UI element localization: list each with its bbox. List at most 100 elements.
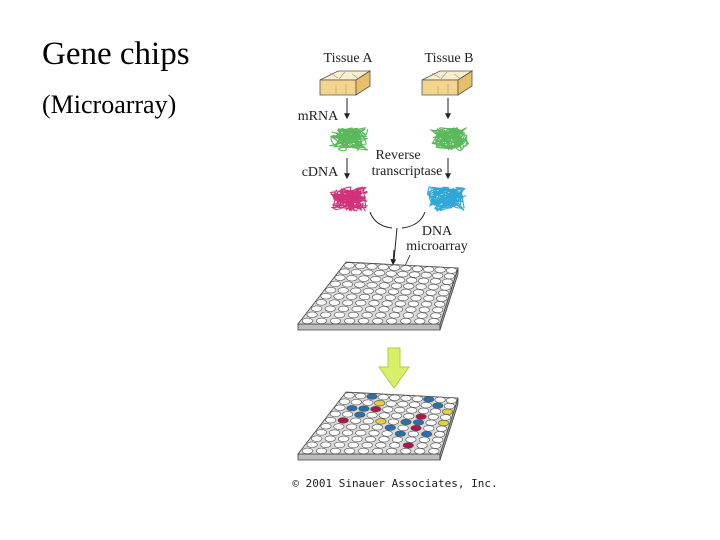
array-spot — [391, 282, 403, 289]
result-spot — [443, 403, 455, 410]
result-spot — [418, 407, 430, 415]
result-spot — [397, 424, 409, 432]
array-spot — [405, 306, 417, 313]
array-spot — [420, 272, 432, 279]
array-spot — [416, 312, 428, 319]
result-spot-yellow — [375, 418, 387, 425]
tissue-b-block — [421, 70, 474, 96]
result-spot — [329, 447, 341, 455]
result-spot — [350, 399, 362, 406]
array-spot — [415, 283, 427, 290]
result-spot — [347, 441, 359, 449]
array-spot — [394, 300, 406, 307]
result-spot — [355, 392, 367, 400]
result-spot — [389, 442, 401, 449]
result-spot — [351, 435, 363, 443]
result-spot — [334, 441, 346, 449]
result-spot-red — [415, 413, 427, 420]
result-spot — [405, 436, 417, 443]
array-spot — [414, 318, 426, 325]
array-spot — [385, 270, 397, 277]
result-spot-yellow — [441, 408, 453, 415]
result-spot — [378, 412, 390, 419]
array-spot — [320, 311, 332, 318]
result-spot — [346, 423, 358, 430]
array-spot — [438, 289, 450, 297]
result-spot — [436, 425, 448, 432]
array-spot — [407, 300, 419, 308]
result-spot — [430, 408, 442, 415]
result-spot-red — [370, 406, 382, 413]
array-spot — [377, 264, 389, 271]
array-spot — [325, 287, 337, 294]
array-spot — [432, 272, 444, 279]
result-spot — [425, 419, 437, 426]
array-spot — [428, 318, 440, 325]
array-spot — [328, 299, 340, 306]
array-spot — [430, 278, 442, 285]
result-spot-red — [410, 425, 422, 432]
result-spot — [386, 448, 398, 455]
result-spot — [361, 442, 373, 449]
result-spot — [391, 412, 403, 419]
result-spot — [394, 406, 406, 414]
array-spot — [423, 266, 435, 273]
array-spot — [375, 312, 387, 319]
array-spot — [350, 269, 362, 276]
result-spot — [334, 404, 346, 411]
array-spot — [342, 299, 354, 306]
result-spot — [364, 436, 376, 443]
result-spot — [350, 417, 362, 424]
array-spot — [355, 299, 367, 307]
result-spot — [311, 435, 323, 442]
result-spot — [342, 411, 354, 418]
array-spot — [337, 287, 349, 294]
array-spot — [384, 294, 396, 301]
mrna-tangle-b — [429, 127, 470, 152]
result-spot — [377, 394, 389, 401]
result-spot — [315, 447, 327, 455]
cdna-tangle-b — [427, 186, 467, 213]
result-spot — [440, 414, 452, 421]
array-spot — [346, 275, 358, 282]
result-spot — [434, 396, 446, 404]
array-spot — [375, 288, 387, 295]
result-spot — [368, 430, 380, 437]
result-spot — [407, 430, 419, 438]
result-spot — [397, 401, 409, 408]
result-spot-blue — [421, 431, 433, 438]
array-spot — [371, 294, 383, 301]
array-spot — [315, 299, 327, 306]
result-spot — [427, 413, 439, 421]
result-spot — [387, 418, 399, 425]
array-spot — [386, 318, 398, 325]
cdna-label: cDNA — [302, 165, 339, 180]
tissue-b-label: Tissue B — [425, 51, 474, 66]
array-spot — [400, 318, 412, 325]
result-spot-blue — [400, 418, 412, 426]
result-spot — [328, 429, 340, 436]
microarray-label: microarray — [406, 239, 467, 254]
array-spot — [358, 317, 370, 325]
array-spot — [418, 277, 430, 285]
array-spot — [378, 306, 390, 313]
array-spot — [406, 277, 418, 284]
result-spot — [366, 412, 378, 419]
result-spot — [428, 448, 440, 455]
array-spot — [338, 305, 350, 313]
result-spot — [434, 431, 446, 438]
merge-bracket — [369, 211, 426, 261]
result-spot — [362, 399, 374, 406]
result-spot — [338, 435, 350, 443]
array-spot — [436, 295, 448, 302]
array-spot — [339, 268, 351, 275]
array-spot — [362, 288, 374, 295]
result-spot — [320, 441, 332, 448]
result-spot — [432, 436, 444, 444]
result-spot — [371, 424, 383, 431]
mrna-tangle-a — [328, 127, 369, 152]
result-spot-blue — [394, 430, 406, 437]
array-spot — [397, 294, 409, 302]
array-spot — [391, 306, 403, 313]
result-spot-red — [402, 442, 414, 449]
